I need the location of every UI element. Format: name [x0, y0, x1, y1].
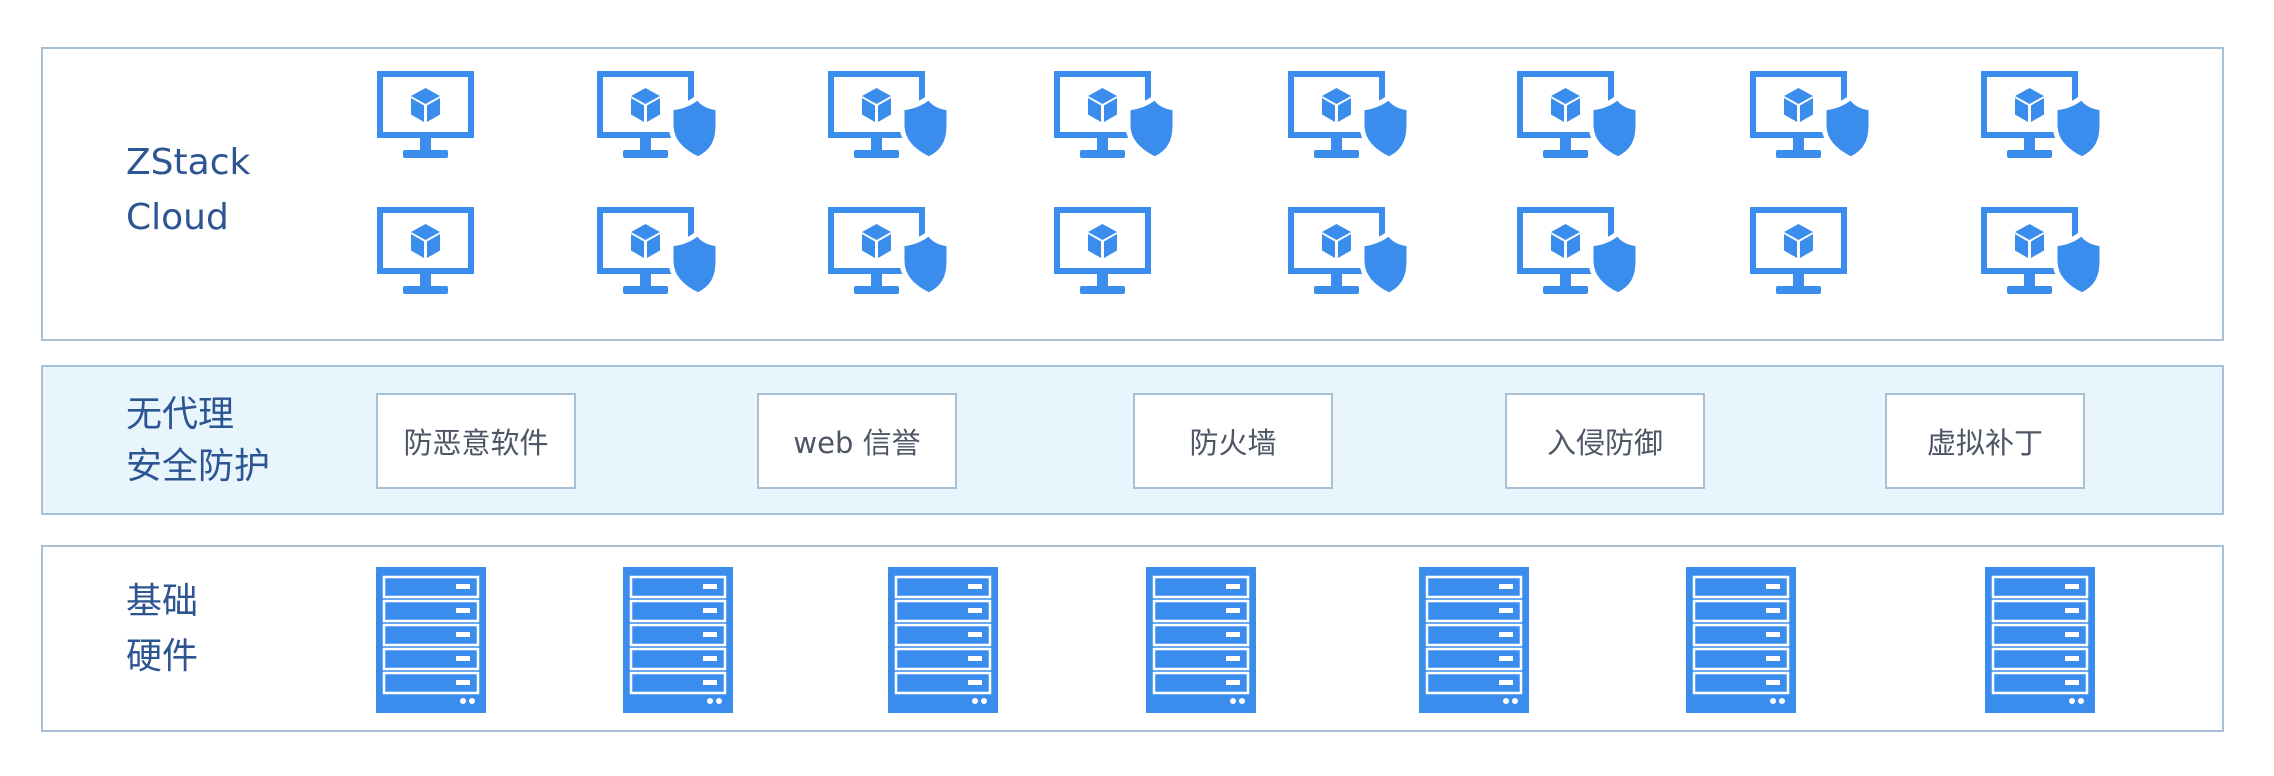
service-intrusion-prevention: 入侵防御 [1505, 393, 1705, 489]
shield-icon [899, 94, 952, 162]
protected-vm-icon [828, 207, 952, 298]
monitor-cube-icon [1288, 71, 1385, 158]
shield-icon [2052, 230, 2105, 298]
cloud-layer: ZStack Cloud [41, 47, 2224, 341]
server-rack-icon [1686, 567, 1796, 713]
protected-vm-icon [1054, 71, 1178, 162]
shield-icon [1359, 94, 1412, 162]
vm-icon [377, 71, 474, 158]
protected-vm-icon [828, 71, 952, 162]
service-label: 虚拟补丁 [1926, 426, 2043, 460]
protected-vm-icon [1981, 71, 2105, 162]
monitor-cube-icon [1517, 207, 1614, 294]
server-rack-icon [1146, 567, 1256, 713]
service-label: 防恶意软件 [403, 426, 549, 460]
vm-icon [377, 207, 474, 294]
cloud-layer-label: ZStack Cloud [126, 135, 250, 245]
vm-icon [1054, 207, 1151, 294]
protected-vm-icon [1288, 207, 1412, 298]
monitor-cube-icon [1517, 71, 1614, 158]
shield-icon [1588, 94, 1641, 162]
protected-vm-icon [1517, 207, 1641, 298]
protected-vm-icon [1517, 71, 1641, 162]
protected-vm-icon [1288, 71, 1412, 162]
shield-icon [668, 230, 721, 298]
server-rack-icon [1985, 567, 2095, 713]
protected-vm-icon [1750, 71, 1874, 162]
security-label-line-1: 无代理 [126, 394, 235, 435]
hardware-label-line-2: 硬件 [126, 636, 199, 677]
hardware-layer: 基础 硬件 [41, 545, 2224, 732]
monitor-cube-icon [377, 207, 474, 294]
cloud-label-line-1: ZStack [126, 142, 251, 183]
server-rack-icon [888, 567, 998, 713]
monitor-cube-icon [597, 207, 694, 294]
shield-icon [1588, 230, 1641, 298]
security-layer-label: 无代理 安全防护 [126, 389, 270, 493]
shield-icon [1821, 94, 1874, 162]
hardware-label-line-1: 基础 [126, 581, 199, 622]
monitor-cube-icon [377, 71, 474, 158]
service-web-reputation: web 信誉 [757, 393, 957, 489]
shield-icon [1359, 230, 1412, 298]
security-layer: 无代理 安全防护 防恶意软件 web 信誉 防火墙 入侵防御 虚拟补丁 [41, 365, 2224, 515]
security-label-line-2: 安全防护 [126, 446, 271, 487]
service-label: 入侵防御 [1546, 426, 1663, 460]
vm-icon [1750, 207, 1847, 294]
shield-icon [668, 94, 721, 162]
monitor-cube-icon [828, 71, 925, 158]
monitor-cube-icon [828, 207, 925, 294]
monitor-cube-icon [1750, 207, 1847, 294]
service-firewall: 防火墙 [1133, 393, 1333, 489]
server-rack-icon [623, 567, 733, 713]
server-rack-icon [376, 567, 486, 713]
protected-vm-icon [597, 207, 721, 298]
protected-vm-icon [1981, 207, 2105, 298]
shield-icon [899, 230, 952, 298]
service-label: web 信誉 [793, 426, 921, 460]
cloud-label-line-2: Cloud [126, 197, 229, 238]
shield-icon [1125, 94, 1178, 162]
hardware-layer-label: 基础 硬件 [126, 574, 198, 684]
shield-icon [2052, 94, 2105, 162]
protected-vm-icon [597, 71, 721, 162]
service-label: 防火墙 [1189, 426, 1277, 460]
service-virtual-patching: 虚拟补丁 [1885, 393, 2085, 489]
server-rack-icon [1419, 567, 1529, 713]
service-anti-malware: 防恶意软件 [376, 393, 576, 489]
monitor-cube-icon [1981, 207, 2078, 294]
monitor-cube-icon [1054, 207, 1151, 294]
